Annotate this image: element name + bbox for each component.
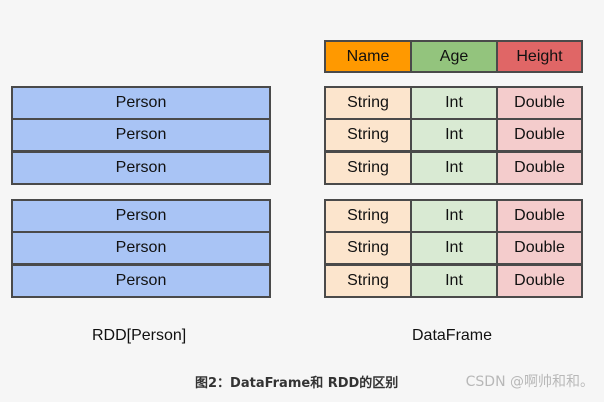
df-cell-int: Int [410, 264, 498, 298]
df-cell-string: String [324, 264, 412, 298]
df-cell-double: Double [496, 231, 583, 265]
df-cell-int: Int [410, 118, 498, 152]
df-cell-int: Int [410, 86, 498, 120]
watermark: CSDN @啊帅和和。 [465, 374, 594, 390]
df-cell-string: String [324, 118, 412, 152]
df-cell-string: String [324, 151, 412, 185]
df-cell-int: Int [410, 151, 498, 185]
rdd-row-person: Person [11, 264, 271, 298]
df-cell-int: Int [410, 199, 498, 233]
dataframe-label: DataFrame [412, 327, 493, 344]
rdd-row-person: Person [11, 118, 271, 152]
df-cell-string: String [324, 199, 412, 233]
df-cell-double: Double [496, 199, 583, 233]
header-age: Age [410, 40, 498, 73]
header-name: Name [324, 40, 412, 73]
rdd-label: RDD[Person] [92, 327, 187, 344]
df-cell-string: String [324, 231, 412, 265]
figure-caption: 图2：DataFrame和 RDD的区别 [195, 376, 399, 391]
rdd-row-person: Person [11, 199, 271, 233]
df-cell-int: Int [410, 231, 498, 265]
df-cell-double: Double [496, 151, 583, 185]
header-height: Height [496, 40, 583, 73]
rdd-row-person: Person [11, 231, 271, 265]
rdd-row-person: Person [11, 151, 271, 185]
df-cell-double: Double [496, 264, 583, 298]
df-cell-string: String [324, 86, 412, 120]
df-cell-double: Double [496, 118, 583, 152]
rdd-row-person: Person [11, 86, 271, 120]
df-cell-double: Double [496, 86, 583, 120]
